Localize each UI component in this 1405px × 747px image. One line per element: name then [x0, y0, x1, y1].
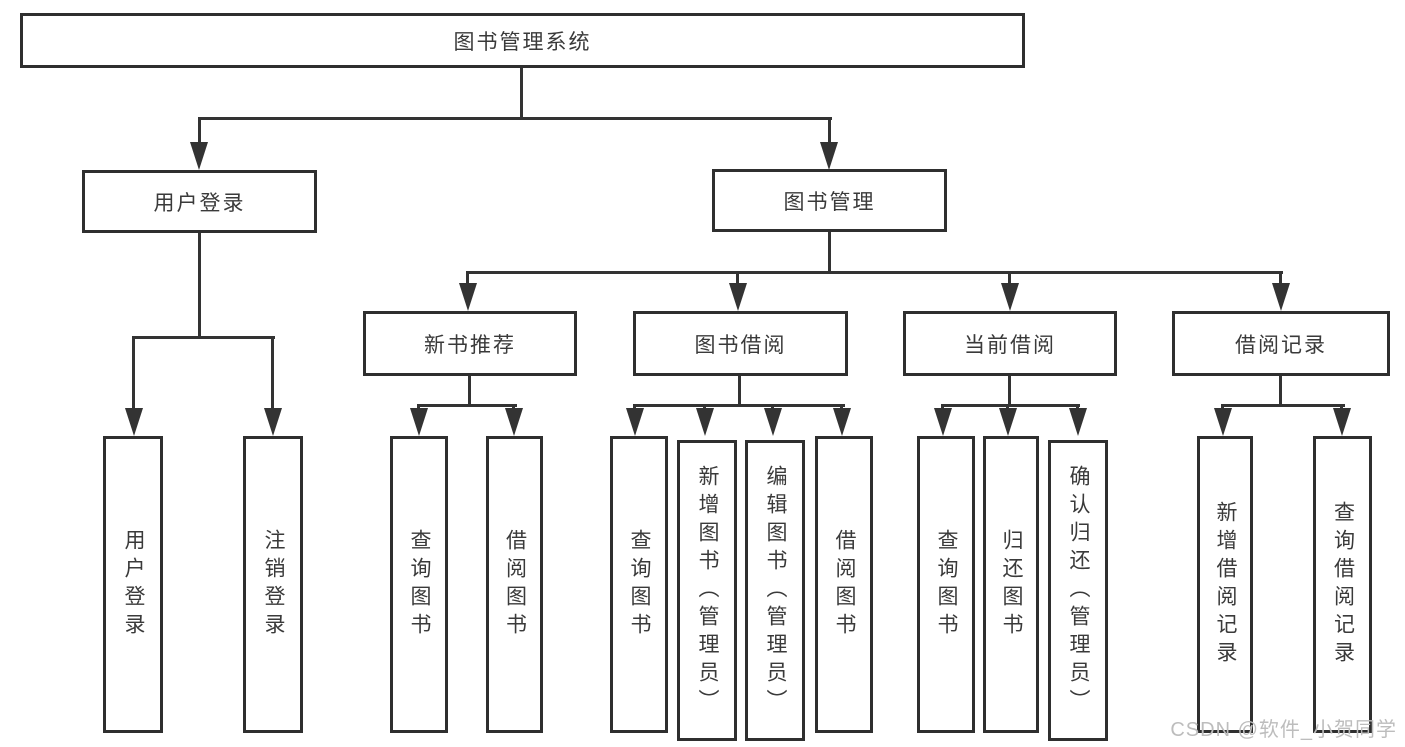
arrow-down-icon	[1272, 283, 1290, 311]
arrow-down-icon	[820, 142, 838, 170]
connector-line	[520, 66, 523, 118]
connector-line	[1279, 271, 1282, 286]
connector-line	[941, 404, 1080, 407]
leaf-borrow-books: 借阅图书	[815, 436, 873, 733]
connector-line	[466, 271, 1283, 274]
arrow-down-icon	[264, 408, 282, 436]
arrow-down-icon	[410, 408, 428, 436]
arrow-down-icon	[459, 283, 477, 311]
connector-line	[828, 231, 831, 274]
arrow-down-icon	[626, 408, 644, 436]
csdn-watermark: CSDN @软件_小贺同学	[1170, 719, 1397, 741]
leaf-user-login: 用户登录	[103, 436, 163, 733]
leaf-logout: 注销登录	[243, 436, 303, 733]
arrow-down-icon	[1001, 283, 1019, 311]
connector-line	[132, 336, 135, 412]
node-book-management-system: 图书管理系统	[20, 13, 1025, 68]
arrow-down-icon	[1214, 408, 1232, 436]
arrow-down-icon	[934, 408, 952, 436]
connector-line	[1221, 404, 1345, 407]
leaf-edit-book-admin: 编辑图书（管理员）	[745, 440, 805, 741]
node-current-borrowing: 当前借阅	[903, 311, 1117, 376]
connector-line	[828, 117, 831, 145]
connector-line	[736, 271, 739, 286]
leaf-confirm-return-admin: 确认归还（管理员）	[1048, 440, 1108, 741]
arrow-down-icon	[729, 283, 747, 311]
arrow-down-icon	[833, 408, 851, 436]
arrow-down-icon	[125, 408, 143, 436]
arrow-down-icon	[764, 408, 782, 436]
leaf-query-books-borrowing: 查询图书	[610, 436, 668, 733]
leaf-query-borrow-record: 查询借阅记录	[1313, 436, 1372, 733]
connector-line	[1279, 374, 1282, 407]
connector-line	[417, 404, 517, 407]
arrow-down-icon	[696, 408, 714, 436]
leaf-add-borrow-record: 新增借阅记录	[1197, 436, 1253, 733]
connector-line	[198, 231, 201, 338]
arrow-down-icon	[1069, 408, 1087, 436]
node-user-login-branch: 用户登录	[82, 170, 317, 233]
connector-line	[132, 336, 275, 339]
node-new-book-recommend: 新书推荐	[363, 311, 577, 376]
connector-line	[271, 336, 274, 412]
arrow-down-icon	[999, 408, 1017, 436]
connector-line	[198, 117, 201, 145]
connector-line	[633, 404, 845, 407]
leaf-return-books: 归还图书	[983, 436, 1039, 733]
node-borrowing-records: 借阅记录	[1172, 311, 1390, 376]
leaf-query-books-recommend: 查询图书	[390, 436, 448, 733]
leaf-borrow-books-recommend: 借阅图书	[486, 436, 543, 733]
leaf-add-book-admin: 新增图书（管理员）	[677, 440, 737, 741]
connector-line	[468, 374, 471, 407]
connector-line	[738, 374, 741, 407]
node-book-borrowing: 图书借阅	[633, 311, 848, 376]
arrow-down-icon	[1333, 408, 1351, 436]
leaf-query-books-current: 查询图书	[917, 436, 975, 733]
connector-line	[1008, 271, 1011, 286]
connector-line	[198, 117, 832, 120]
arrow-down-icon	[505, 408, 523, 436]
connector-line	[466, 271, 469, 286]
connector-line	[1008, 374, 1011, 407]
arrow-down-icon	[190, 142, 208, 170]
node-book-management-branch: 图书管理	[712, 169, 947, 232]
